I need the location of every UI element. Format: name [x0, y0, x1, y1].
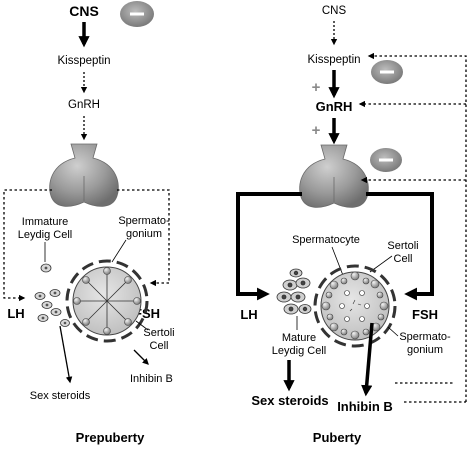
seminiferous-tubule-prepuberty [65, 259, 149, 343]
lh-pathway-line [3, 189, 52, 302]
gnrh-label: GnRH [68, 99, 100, 111]
sertoli-pointer [135, 320, 149, 331]
spermatocyte-label: Spermatocyte [292, 234, 360, 246]
plus-sign-1: + [312, 79, 321, 96]
negative-feedback-lines [358, 52, 467, 403]
fsh-label-right: FSH [412, 307, 438, 322]
spermatocyte-pointer [331, 246, 345, 279]
spermatogonium-pointer-right [387, 326, 399, 337]
pituitary-gland [49, 143, 119, 207]
mature-leydig-cells [276, 268, 312, 315]
inhibin-arrow [133, 349, 149, 365]
minus-icon [370, 148, 402, 172]
prepuberty-label: Prepuberty [76, 430, 145, 445]
kisspeptin-label-right: Kisspeptin [307, 54, 360, 66]
spermatogonium-label-line2: gonium [126, 228, 162, 240]
sertoli-label-line1: Sertoli [143, 327, 174, 339]
spermatogonium-label-right-line1: Spermato- [399, 331, 451, 343]
sex-steroids-label-right: Sex steroids [251, 393, 328, 408]
cns-label: CNS [69, 3, 99, 19]
immature-leydig-label-line1: Immature [22, 216, 68, 228]
sertoli-label-right-line2: Cell [394, 253, 413, 265]
cns-label-right: CNS [322, 5, 347, 17]
gnrh-label-right: GnRH [316, 99, 353, 114]
kisspeptin-label: Kisspeptin [57, 55, 110, 67]
lh-label-right: LH [240, 307, 257, 322]
minus-icon [120, 1, 154, 27]
pituitary-gland-right [299, 144, 369, 208]
puberty-panel: CNS Kisspeptin + GnRH + LH FS [236, 5, 467, 445]
sertoli-label-right-line1: Sertoli [387, 240, 418, 252]
mature-leydig-label-line2: Leydig Cell [272, 345, 326, 357]
sex-steroids-arrow [59, 325, 73, 384]
mature-leydig-label-line1: Mature [282, 332, 316, 344]
minus-icon [371, 60, 403, 84]
inhibin-b-label: Inhibin B [130, 373, 173, 385]
sex-steroids-label: Sex steroids [30, 390, 91, 402]
plus-sign-2: + [312, 122, 321, 139]
sertoli-label-line2: Cell [150, 340, 169, 352]
spermatogonium-pointer [111, 239, 127, 263]
spermatogonium-label-line1: Spermato- [118, 215, 170, 227]
spermatogonium-label-right-line2: gonium [407, 344, 443, 356]
lh-pathway-line-right [236, 192, 302, 301]
fsh-pathway-line-right [366, 192, 434, 301]
inhibin-b-label-right: Inhibin B [337, 399, 393, 414]
fsh-label: FSH [134, 306, 160, 321]
inhibin-arrow-right [361, 322, 374, 397]
lh-label: LH [7, 306, 24, 321]
seminiferous-tubule-puberty [313, 264, 397, 348]
prepuberty-panel: CNS Kisspeptin GnRH Immature Leydig Cell… [3, 1, 175, 445]
immature-leydig-cells [34, 263, 70, 327]
immature-leydig-label-line2: Leydig Cell [18, 229, 72, 241]
fsh-pathway-line [117, 189, 170, 287]
puberty-label: Puberty [313, 430, 362, 445]
